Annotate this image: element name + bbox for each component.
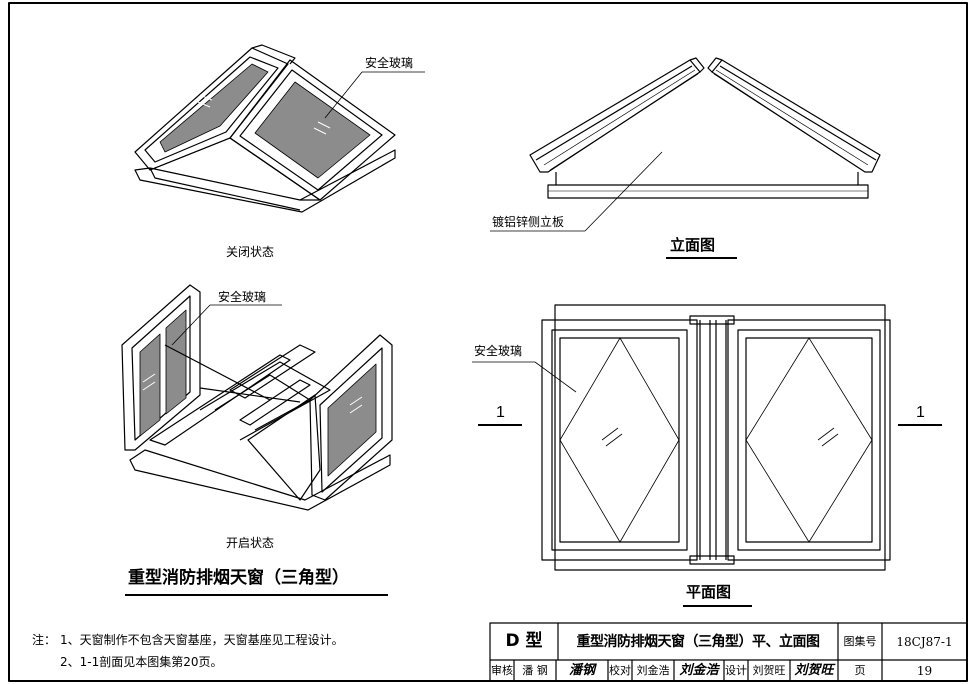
plan-glass-label: 安全玻璃 xyxy=(474,344,523,358)
tb-page-number: 19 xyxy=(916,663,933,678)
section-label-right: 1 xyxy=(916,404,925,421)
open-glass-leader xyxy=(171,304,282,346)
open-skylight-drawing xyxy=(121,284,393,511)
note-item-1: 1、天窗制作不包含天窗基座，天窗基座见工程设计。 xyxy=(60,633,344,647)
notes-prefix: 注： xyxy=(32,633,57,647)
tb-check-label: 校对 xyxy=(609,664,631,677)
title-block-grid xyxy=(489,622,968,682)
closed-state-caption: 关闭状态 xyxy=(226,245,275,259)
section-label-left: 1 xyxy=(496,404,505,421)
tb-design-label: 设计 xyxy=(725,664,747,677)
tb-review-label: 审核 xyxy=(491,664,513,677)
tb-design-signature: 刘贺旺 xyxy=(794,663,834,678)
elevation-drawing xyxy=(529,57,881,199)
closed-skylight-drawing xyxy=(134,44,396,213)
tb-review-signature: 潘钢 xyxy=(568,663,595,678)
plan-glass-leader xyxy=(472,361,577,393)
elevation-flashing-leader xyxy=(490,151,663,232)
main-drawing-title: 重型消防排烟天窗（三角型） xyxy=(128,568,349,588)
closed-glass-label: 安全玻璃 xyxy=(365,56,414,70)
tb-atlas-label: 图集号 xyxy=(843,635,877,648)
note-item-2: 2、1-1剖面见本图集第20页。 xyxy=(60,655,223,669)
tb-type-label: D 型 xyxy=(505,631,543,651)
tb-review-name: 潘 钢 xyxy=(522,664,548,677)
open-glass-label: 安全玻璃 xyxy=(218,290,267,304)
elevation-title: 立面图 xyxy=(670,236,716,254)
tb-page-label: 页 xyxy=(854,664,866,677)
elevation-flashing-label: 镀铝锌侧立板 xyxy=(492,215,565,229)
tb-drawing-title: 重型消防排烟天窗（三角型）平、立面图 xyxy=(576,633,821,650)
closed-glass-leader xyxy=(324,71,425,119)
open-state-caption: 开启状态 xyxy=(226,536,275,550)
tb-atlas-number: 18CJ87-1 xyxy=(896,634,953,649)
tb-check-signature: 刘金浩 xyxy=(679,663,719,678)
plan-drawing xyxy=(541,304,891,571)
tb-check-name: 刘金浩 xyxy=(636,664,670,677)
tb-design-name: 刘贺旺 xyxy=(752,664,786,677)
sheet-border xyxy=(8,2,968,682)
plan-title: 平面图 xyxy=(686,583,732,601)
